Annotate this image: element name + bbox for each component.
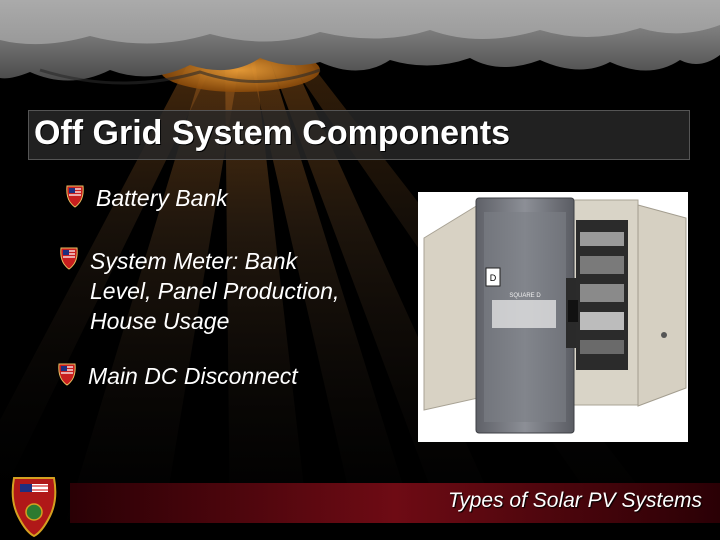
bullet-text: Battery Bank (96, 184, 228, 212)
shield-bullet-icon (66, 185, 84, 208)
bullet-main-dc-disconnect: Main DC Disconnect (58, 362, 298, 390)
title-box (28, 110, 690, 160)
shield-bullet-icon (58, 363, 76, 386)
fire-department-logo (11, 477, 57, 538)
bullet-line: Main DC Disconnect (88, 363, 298, 389)
bullet-text: System Meter: Bank Level, Panel Producti… (90, 246, 339, 336)
bullet-line: Battery Bank (96, 185, 228, 211)
svg-text:D: D (490, 273, 497, 283)
bullet-line: System Meter: Bank (90, 248, 298, 274)
slide-title: Off Grid System Components (34, 114, 511, 152)
bullet-line: Level, Panel Production, (90, 278, 340, 304)
shield-bullet-icon (60, 247, 78, 270)
disconnect-label: SQUARE D (509, 293, 541, 299)
bullet-battery-bank: Battery Bank (66, 184, 228, 212)
disconnect-switch-photo: D SQUARE D (418, 192, 688, 442)
bullet-system-meter: System Meter: Bank Level, Panel Producti… (60, 246, 339, 336)
bullet-text: Main DC Disconnect (88, 362, 298, 390)
footer-bar (70, 483, 720, 523)
cloud-image (0, 0, 720, 85)
footer-title: Types of Solar PV Systems (447, 489, 702, 512)
bullet-line: House Usage (90, 308, 230, 334)
